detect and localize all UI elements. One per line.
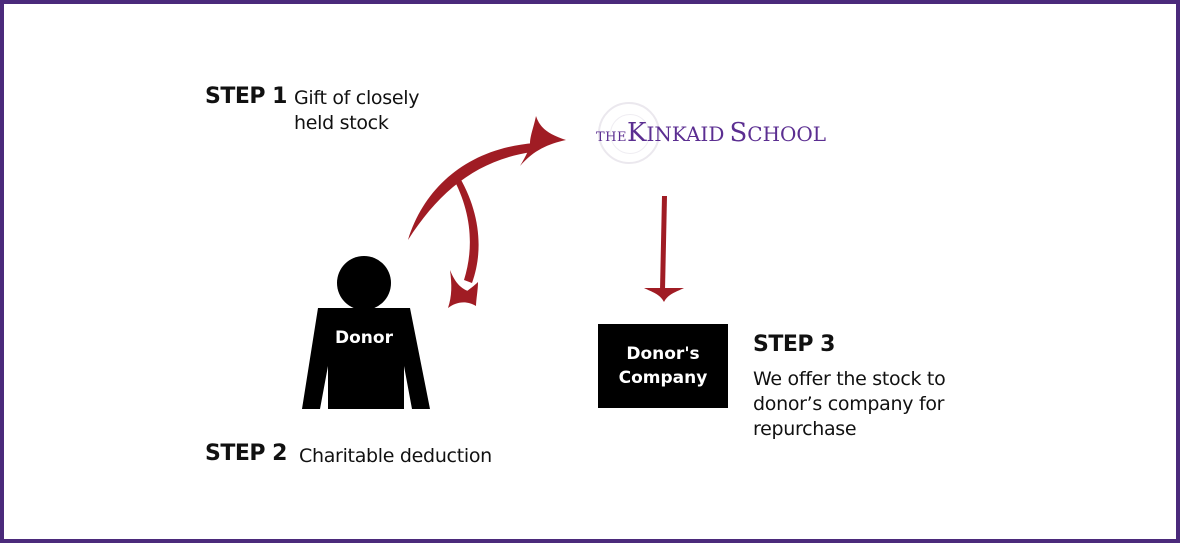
donors-company-box: Donor's Company bbox=[598, 324, 728, 408]
step3-description: We offer the stock to donor’s company fo… bbox=[753, 367, 946, 442]
logo-k: K bbox=[627, 118, 647, 148]
step1-label: STEP 1 bbox=[205, 84, 287, 109]
donor-to-school-arrow bbox=[408, 116, 566, 240]
logo-s: S bbox=[729, 118, 748, 148]
step2-description: Charitable deduction bbox=[299, 445, 492, 467]
step3-line3: repurchase bbox=[753, 418, 857, 440]
school-to-donor-arrow bbox=[448, 173, 479, 308]
step1-line1: Gift of closely bbox=[294, 87, 420, 109]
step2-label: STEP 2 bbox=[205, 441, 287, 466]
logo-inkaid: INKAID bbox=[646, 122, 725, 146]
step3-line2: donor’s company for bbox=[753, 393, 945, 415]
company-line1: Donor's bbox=[626, 344, 700, 364]
step3-label: STEP 3 bbox=[753, 332, 835, 357]
school-to-company-arrow bbox=[644, 196, 684, 302]
logo-chool: CHOOL bbox=[747, 122, 827, 146]
step1-description: Gift of closely held stock bbox=[294, 86, 419, 136]
donor-label: Donor bbox=[335, 328, 393, 348]
person-silhouette-icon bbox=[302, 256, 430, 409]
school-seal-icon bbox=[598, 102, 660, 164]
step3-line1: We offer the stock to bbox=[753, 368, 946, 390]
logo-the: THE bbox=[596, 130, 627, 145]
step1-line2: held stock bbox=[294, 112, 389, 134]
company-line2: Company bbox=[618, 368, 708, 388]
kinkaid-school-logo: THEKINKAID SCHOOL bbox=[596, 118, 826, 148]
